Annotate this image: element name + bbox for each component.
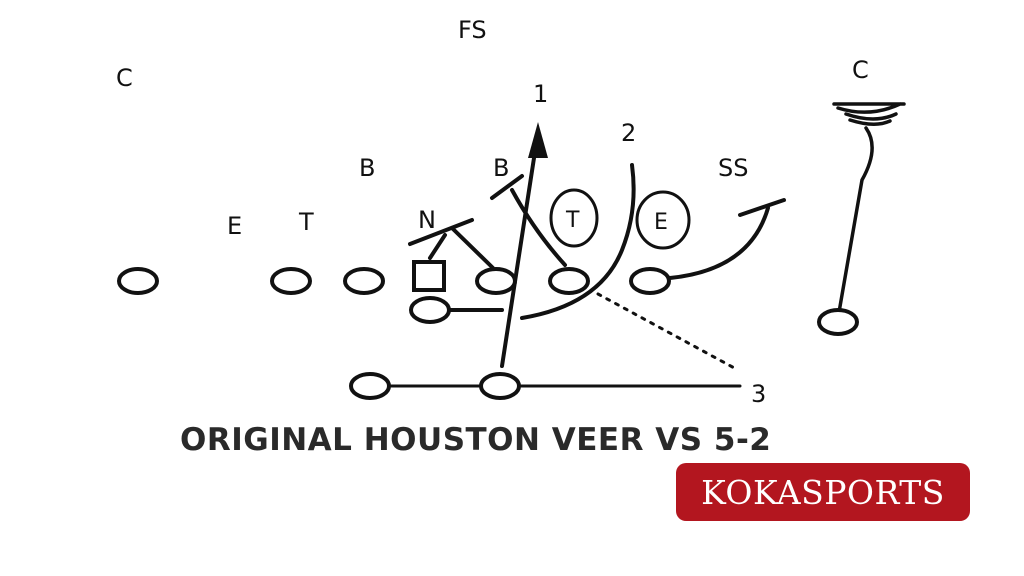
- guard-block-line: [450, 226, 495, 270]
- offense-player-right-guard: [475, 267, 517, 295]
- corner-left-label: C: [116, 64, 133, 92]
- diagram-title: ORIGINAL HOUSTON VEER VS 5-2: [180, 422, 772, 458]
- offense-player-right-halfback: [479, 372, 521, 400]
- linebacker-block-cap: [490, 174, 524, 200]
- split-end-route: [836, 126, 874, 320]
- linebacker-left-label: B: [359, 154, 375, 182]
- offense-player-split-end-left: [117, 267, 159, 295]
- dive-route-1: [500, 130, 540, 368]
- strong-safety-label: SS: [718, 154, 748, 182]
- offense-player-right-tackle: [548, 267, 590, 295]
- offense-player-center: [412, 260, 446, 292]
- center-block-cap: [408, 218, 474, 246]
- dive-route-arrowhead: [528, 122, 548, 158]
- circled-end-label: E: [654, 210, 668, 235]
- route-number-2: 2: [621, 119, 636, 147]
- offense-player-left-guard: [343, 267, 385, 295]
- offense-player-left-tackle: [270, 267, 312, 295]
- circled-tackle-marker: [549, 188, 599, 248]
- brand-badge: KOKASPORTS: [676, 463, 970, 521]
- route-number-3: 3: [751, 380, 766, 408]
- option-read-dotted-line: [596, 292, 740, 372]
- end-left-label: E: [227, 212, 242, 240]
- corner-right-label: C: [852, 56, 869, 84]
- offense-player-split-end-right: [817, 308, 859, 336]
- veer-arc-route-2: [520, 163, 636, 320]
- offense-player-quarterback: [409, 296, 451, 324]
- tight-end-route: [668, 206, 770, 280]
- split-end-scribble: [832, 102, 906, 126]
- offense-player-tight-end: [629, 267, 671, 295]
- tackle-left-label: T: [298, 208, 314, 236]
- brand-logo-text: KOKASPORTS: [701, 472, 945, 512]
- circled-end-marker: [635, 190, 691, 250]
- strong-safety-block-cap: [738, 198, 786, 217]
- free-safety-label: FS: [458, 16, 487, 44]
- tackle-block-line: [510, 188, 567, 267]
- route-number-1: 1: [533, 80, 548, 108]
- nose-label: N: [418, 206, 436, 234]
- linebacker-right-label: B: [493, 154, 509, 182]
- circled-tackle-label: T: [565, 208, 580, 233]
- offense-player-left-halfback: [349, 372, 391, 400]
- center-block-line: [428, 233, 447, 260]
